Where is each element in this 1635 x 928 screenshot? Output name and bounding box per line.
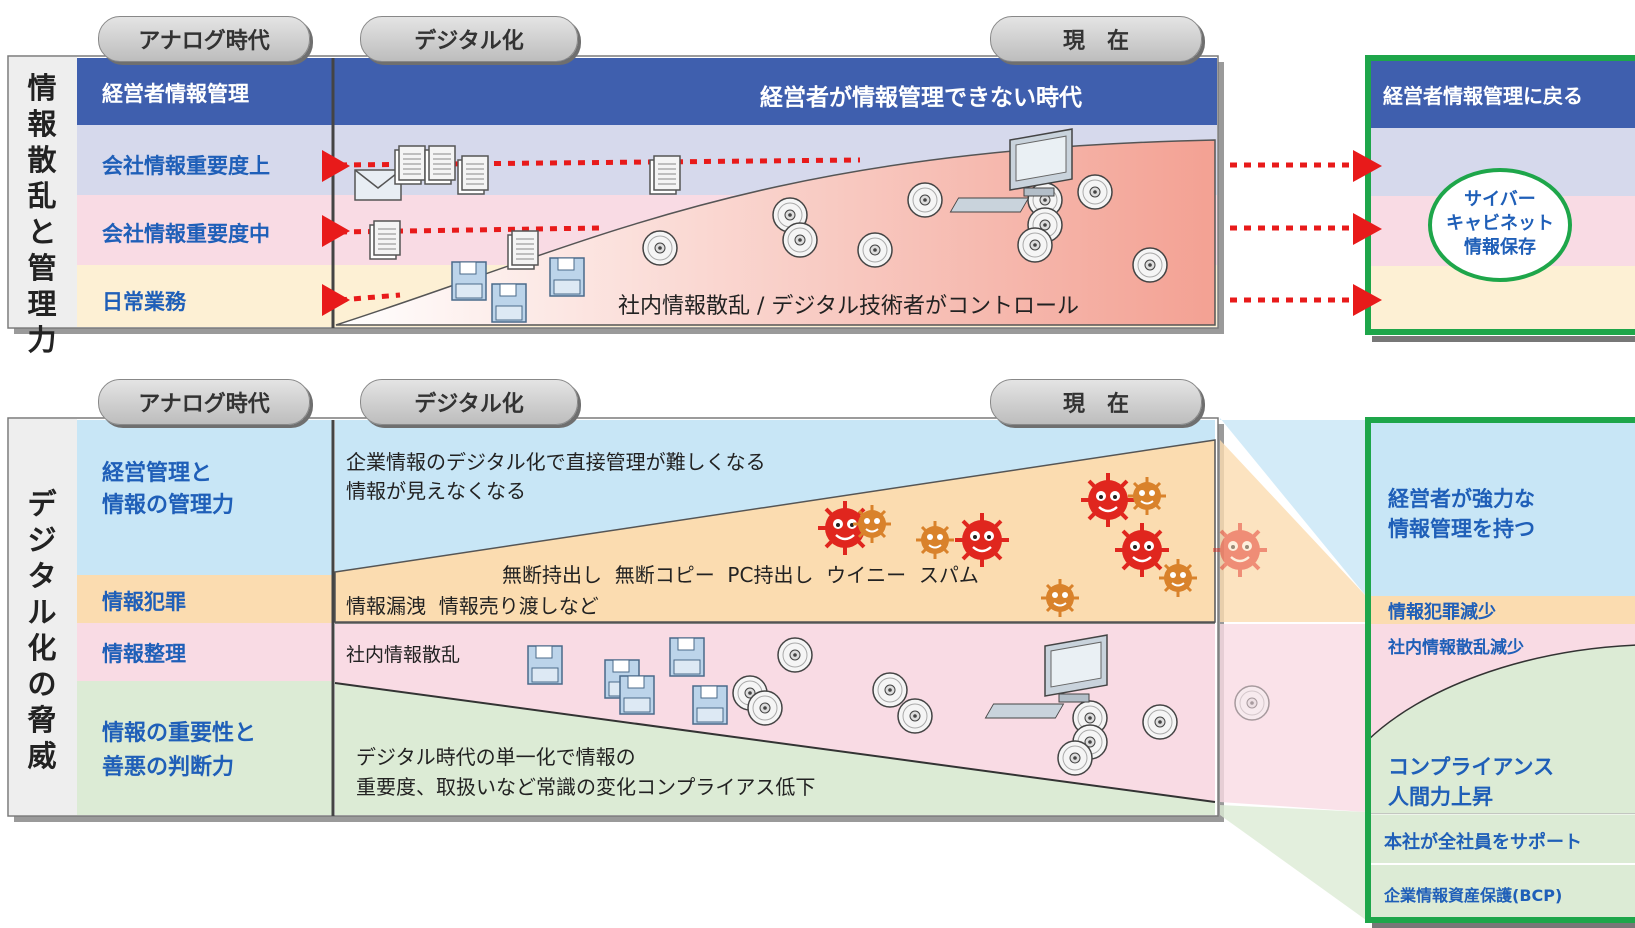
bottom-blue-wedge	[335, 420, 1215, 572]
top-era-present: 現 在	[990, 16, 1202, 62]
row-high-label: 会社情報重要度上	[102, 154, 270, 178]
document-stack-icon	[354, 145, 681, 270]
faded-cd-disc-icon	[1234, 685, 1270, 721]
row-mgmt-label: 経営管理と情報の管理力	[102, 461, 235, 518]
top-side-title-bg	[9, 57, 77, 327]
faded-virus-icon	[1211, 521, 1269, 579]
row-mid-label: 会社情報重要度中	[102, 222, 270, 246]
leak-text: 情報漏洩 情報売り渡しなど	[346, 594, 599, 618]
result-support-label: 本社が全社員をサポート	[1384, 832, 1582, 853]
bottom-green-wedge	[335, 683, 1215, 815]
cd-disc-icon	[642, 174, 1168, 283]
bottom-era-analog: アナログ時代	[98, 379, 310, 425]
bottom-cd-disc-icon	[732, 637, 1178, 776]
result-compliance-up-label: コンプライアンス人間力上昇	[1388, 755, 1555, 809]
bottom-era-present: 現 在	[990, 379, 1202, 425]
difficult-text: 企業情報のデジタル化で直接管理が難しくなる情報が見えなくなる	[346, 450, 766, 503]
bottom-era-digital: デジタル化	[360, 379, 578, 425]
top-scatter-text: 社内情報散乱 / デジタル技術者がコントロール	[618, 294, 1079, 319]
row-crime-label: 情報犯罪	[102, 590, 186, 614]
virus-icon	[816, 471, 1199, 619]
bottom-orange-wedge	[334, 439, 1216, 623]
threats-text: 無断持出し 無断コピー PC持出し ウイニー スパム	[502, 563, 979, 587]
result-strong-label: 経営者が強力な情報管理を持つ	[1388, 487, 1535, 541]
row-org-label: 情報整理	[102, 642, 186, 666]
bottom-side-title: デジタル化の脅威	[27, 487, 57, 773]
result-header-label: 経営者情報管理に戻る	[1383, 84, 1583, 108]
top-side-title: 情報散乱と管理力	[27, 71, 57, 357]
top-banner-text: 経営者が情報管理できない時代	[760, 85, 1082, 111]
row-daily-label: 日常業務	[102, 290, 186, 314]
cyber-cabinet-text: サイバー キャビネット 情報保存	[1446, 189, 1554, 258]
row-header-label: 経営者情報管理	[102, 82, 249, 106]
result-scatter-down-label: 社内情報散乱減少	[1388, 638, 1524, 658]
result-crime-down-label: 情報犯罪減少	[1388, 602, 1496, 623]
top-header-band	[77, 58, 1217, 125]
top-era-digital: デジタル化	[360, 16, 578, 62]
scatter-text: 社内情報散乱	[346, 644, 461, 666]
bottom-result-border	[1365, 417, 1635, 923]
arrow-right-icon	[322, 150, 1382, 316]
top-era-analog: アナログ時代	[98, 16, 310, 62]
compliance-text: デジタル時代の単一化で情報の重要度、取扱いなど常識の変化コンプライアス低下	[356, 745, 816, 799]
bottom-floppy-disk-icon	[527, 637, 728, 725]
cyber-cabinet-badge	[1428, 168, 1572, 282]
row-judge-label: 情報の重要性と善悪の判断力	[102, 721, 257, 780]
top-result-border	[1365, 55, 1635, 335]
result-bcp-label: 企業情報資産保護(BCP)	[1384, 886, 1563, 905]
